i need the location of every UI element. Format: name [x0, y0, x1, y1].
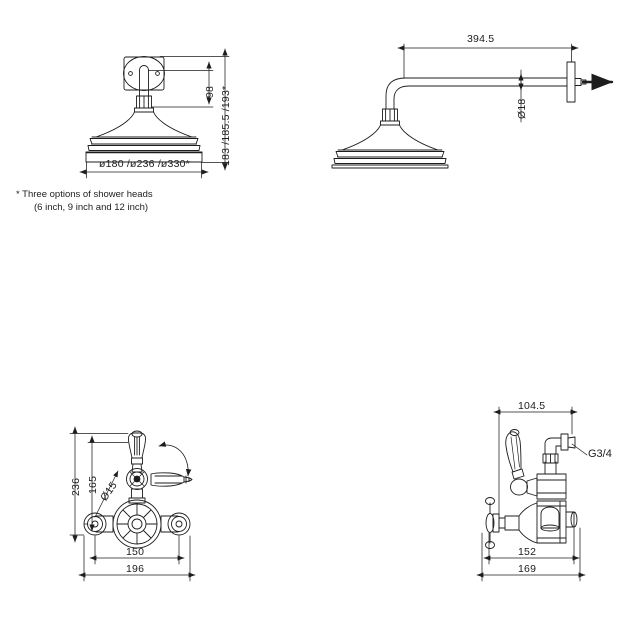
leader-g34 [571, 443, 588, 456]
dim-label-overall-depth: 169 [518, 563, 537, 575]
dim-arm-length-394 [397, 43, 579, 79]
footnote-line-2: (6 inch, 9 inch and 12 inch) [34, 202, 149, 213]
dim-arm-height-98 [148, 61, 214, 108]
dim-label-arm-length: 394.5 [467, 33, 495, 45]
valve-front-geometry [83, 430, 193, 549]
dim-label-handle-height: 165 [87, 475, 99, 494]
dim-label-body-depth: 152 [518, 546, 537, 558]
dim-label-overall-height: 183 /185.5 /193* [220, 85, 232, 166]
valve-side-geometry [485, 429, 578, 549]
dim-body-depth-152 [483, 527, 580, 565]
dim-valve-front-236 [69, 426, 129, 543]
dim-head-diameter [79, 162, 209, 179]
dim-inlet-centres-150 [89, 535, 185, 565]
footnote-line-1: * Three options of shower heads [16, 189, 153, 200]
dim-overall-height-183 [159, 48, 230, 171]
dim-label-outlet-projection: 104.5 [518, 400, 546, 412]
dim-label-valve-width: 196 [126, 563, 145, 575]
shower-arm-side-geometry [331, 61, 614, 169]
dim-overall-depth-169 [476, 527, 586, 582]
dim-valve-front-196 [78, 535, 196, 582]
dim-label-head-diameter: ø180 /ø236 /ø330* [99, 158, 190, 170]
label-outlet-thread: G3/4 [588, 448, 612, 460]
shower-head-front-geometry [85, 56, 203, 163]
dim-label-inlet-centres: 150 [126, 546, 145, 558]
dim-valve-front-165 [83, 435, 129, 532]
dim-label-pipe-diameter: Ø18 [516, 98, 528, 119]
dim-outlet-projection-104 [493, 406, 578, 517]
dim-label-valve-height: 236 [70, 477, 82, 496]
dim-inlet-diameter-15 [94, 470, 119, 518]
dim-label-arm-height: 98 [204, 85, 216, 98]
